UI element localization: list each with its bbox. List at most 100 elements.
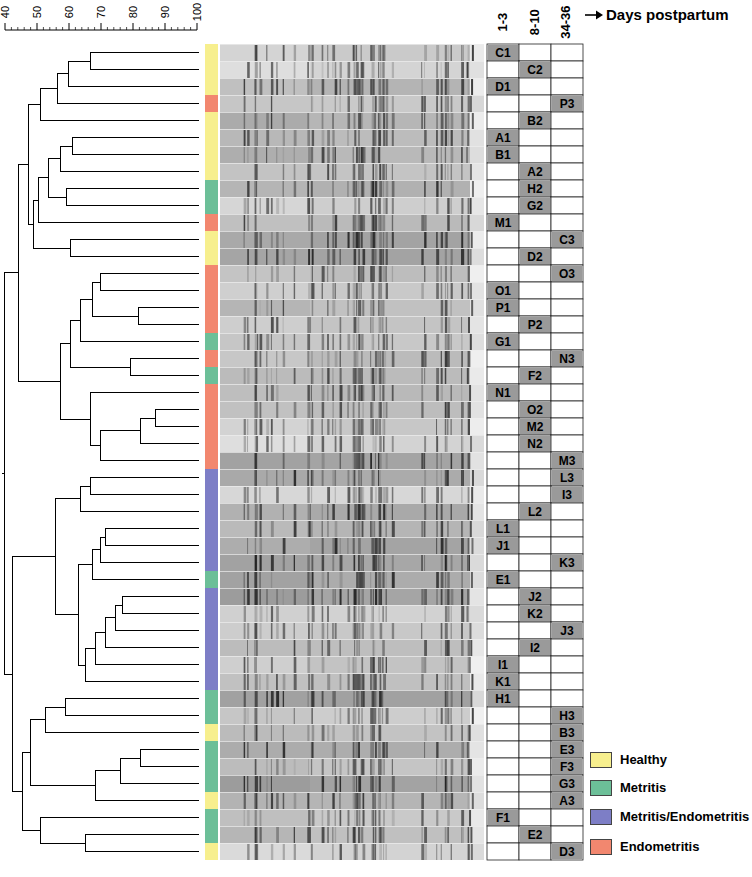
gel-band bbox=[307, 164, 309, 180]
gel-band bbox=[461, 62, 464, 78]
gel-band bbox=[327, 419, 329, 435]
gel-edge-band bbox=[467, 215, 469, 231]
gel-band bbox=[383, 487, 385, 503]
gel-band bbox=[445, 725, 447, 741]
gel-band bbox=[354, 470, 356, 486]
gel-band bbox=[441, 130, 444, 146]
gel-band bbox=[260, 776, 262, 792]
gel-band bbox=[378, 776, 380, 792]
gel-lane-ground bbox=[220, 690, 484, 707]
gel-band bbox=[312, 351, 313, 367]
gel-band bbox=[385, 521, 387, 537]
gel-lane-ground bbox=[220, 435, 484, 452]
gel-band bbox=[327, 810, 329, 826]
gel-band bbox=[380, 215, 382, 231]
gel-band bbox=[445, 759, 447, 775]
gel-band bbox=[332, 827, 334, 843]
gel-band bbox=[436, 708, 437, 724]
gel-band bbox=[353, 538, 355, 554]
grid-cell bbox=[487, 214, 519, 231]
grid-cell bbox=[519, 44, 551, 61]
gel-band bbox=[361, 334, 364, 350]
gel-band bbox=[358, 317, 359, 333]
gel-band bbox=[378, 572, 380, 588]
gel-band bbox=[436, 436, 438, 452]
gel-band bbox=[421, 453, 423, 469]
gel-band bbox=[243, 232, 245, 248]
gel-band bbox=[382, 79, 384, 95]
gel-lane-shade bbox=[220, 61, 310, 78]
gel-band bbox=[353, 708, 354, 724]
gel-band bbox=[461, 164, 463, 180]
gel-band bbox=[380, 164, 382, 180]
gel-band bbox=[327, 504, 328, 520]
gel-band bbox=[307, 79, 308, 95]
gel-band bbox=[283, 844, 285, 860]
gel-lane-shade bbox=[220, 282, 310, 299]
gel-lane-ground bbox=[220, 843, 484, 860]
gel-band bbox=[380, 708, 382, 724]
grid-cell bbox=[487, 282, 519, 299]
gel-band bbox=[308, 79, 311, 95]
gel-band bbox=[382, 419, 384, 435]
gel-band bbox=[468, 504, 469, 520]
gel-edge-band bbox=[471, 232, 473, 248]
gel-lane bbox=[220, 248, 484, 265]
gel-band bbox=[347, 827, 349, 843]
gel-edge-band bbox=[469, 623, 471, 639]
gel-band bbox=[308, 521, 311, 537]
gel-lane-shade bbox=[220, 214, 310, 231]
gel-band bbox=[461, 96, 463, 112]
gel-band bbox=[461, 334, 462, 350]
gel-band bbox=[247, 147, 248, 163]
gel-band bbox=[308, 385, 310, 401]
gel-band bbox=[354, 776, 356, 792]
gel-band bbox=[358, 827, 360, 843]
grid-cell bbox=[487, 367, 519, 384]
gel-band bbox=[382, 742, 384, 758]
gel-band bbox=[380, 45, 382, 61]
lane-separator bbox=[220, 741, 484, 742]
gel-band bbox=[436, 368, 439, 384]
gel-band bbox=[356, 317, 357, 333]
gel-band bbox=[378, 198, 380, 214]
gel-edge-band bbox=[470, 334, 472, 350]
gel-band bbox=[370, 487, 372, 503]
grid-cell bbox=[519, 605, 551, 622]
gel-band bbox=[340, 249, 341, 265]
gel-band bbox=[322, 759, 324, 775]
gel-edge bbox=[470, 333, 484, 350]
gel-band bbox=[378, 266, 381, 282]
gel-band bbox=[358, 470, 359, 486]
gel-band bbox=[370, 79, 372, 95]
sample-grid bbox=[487, 44, 583, 860]
gel-lane-ground bbox=[220, 129, 484, 146]
gel-band bbox=[378, 96, 380, 112]
gel-band bbox=[378, 62, 380, 78]
gel-band bbox=[421, 487, 423, 503]
gel-band bbox=[363, 300, 365, 316]
gel-band bbox=[307, 453, 310, 469]
gel-lane-shade bbox=[220, 690, 310, 707]
gel-band bbox=[255, 623, 257, 639]
grid-cell bbox=[487, 231, 519, 248]
gel-band bbox=[255, 640, 257, 656]
gel-edge-band bbox=[472, 45, 474, 61]
gel-band bbox=[332, 45, 335, 61]
gel-band bbox=[353, 827, 355, 843]
gel-band bbox=[335, 538, 338, 554]
gel-edge bbox=[470, 61, 484, 78]
gel-band bbox=[322, 351, 323, 367]
gel-band bbox=[307, 130, 310, 146]
gel-band bbox=[332, 419, 334, 435]
gel-band bbox=[332, 181, 333, 197]
gel-band bbox=[332, 385, 333, 401]
gel-band bbox=[276, 623, 279, 639]
lane-separator bbox=[220, 571, 484, 572]
gel-edge-band bbox=[471, 487, 473, 503]
gel-band bbox=[244, 130, 246, 146]
gel-band bbox=[255, 181, 256, 197]
group-color-strip bbox=[205, 588, 218, 605]
gel-band bbox=[361, 62, 364, 78]
gel-band bbox=[436, 844, 437, 860]
